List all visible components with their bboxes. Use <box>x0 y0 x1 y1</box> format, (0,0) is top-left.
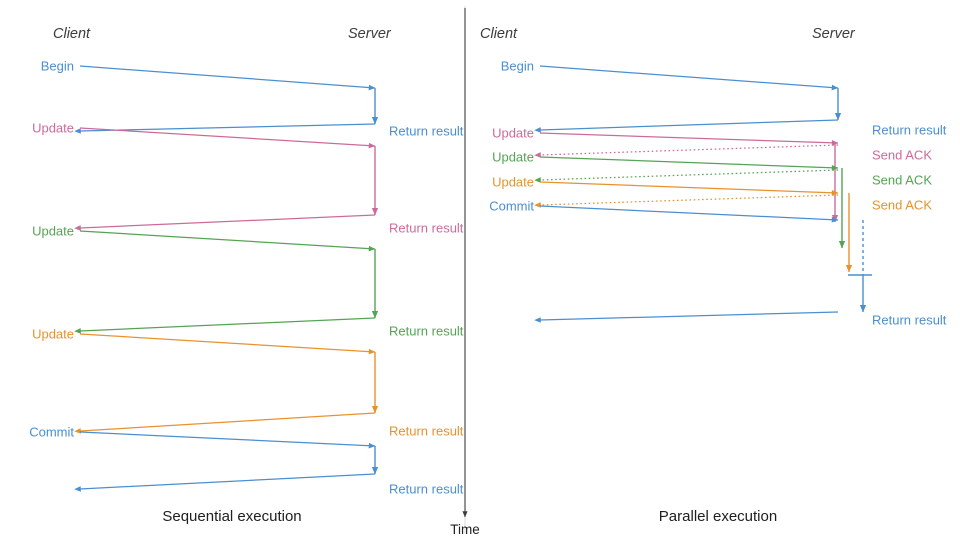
message-label: Update <box>32 224 74 239</box>
message-arrow <box>74 412 376 434</box>
lifeline-header-client: Client <box>53 26 91 42</box>
message-arrow <box>539 205 839 223</box>
message-arrow <box>74 473 376 492</box>
message-label: Return result <box>389 482 464 497</box>
message-label: Return result <box>389 221 464 236</box>
message-arrow <box>534 169 839 183</box>
lifeline-header-server: Server <box>812 26 856 42</box>
message-arrow <box>79 333 376 355</box>
message-label: Update <box>32 327 74 342</box>
message-label: Update <box>492 126 534 141</box>
message-label: Update <box>32 121 74 136</box>
message-arrow <box>79 431 376 449</box>
message-label: Begin <box>501 59 534 74</box>
message-arrow <box>539 181 839 196</box>
message-label: Return result <box>389 324 464 339</box>
message-arrow <box>534 119 839 133</box>
message-label: Return result <box>389 124 464 139</box>
message-arrow <box>74 123 376 134</box>
message-arrow <box>74 317 376 334</box>
message-arrow <box>74 214 376 231</box>
message-arrow <box>79 127 376 149</box>
message-arrow <box>79 230 376 252</box>
lifeline-header-client: Client <box>480 26 518 42</box>
time-axis-layer: Time <box>450 8 480 537</box>
message-label: Update <box>492 150 534 165</box>
message-label: Return result <box>872 313 947 328</box>
message-label: Commit <box>489 199 534 214</box>
message-arrow <box>534 311 839 323</box>
message-arrow <box>539 65 839 91</box>
message-label: Send ACK <box>872 198 932 213</box>
message-arrow <box>79 65 376 91</box>
panel-caption: Parallel execution <box>659 508 777 525</box>
panel-caption: Sequential execution <box>162 508 301 525</box>
message-label: Send ACK <box>872 173 932 188</box>
message-arrow <box>534 144 839 158</box>
message-label: Commit <box>29 425 74 440</box>
lifeline-header-server: Server <box>348 26 392 42</box>
message-arrow <box>539 132 839 146</box>
time-axis-label: Time <box>450 522 480 537</box>
message-label: Update <box>492 175 534 190</box>
message-arrow <box>539 156 839 171</box>
message-arrow <box>534 194 839 208</box>
message-label: Send ACK <box>872 148 932 163</box>
message-label: Begin <box>41 59 74 74</box>
message-label: Return result <box>389 424 464 439</box>
message-label: Return result <box>872 123 947 138</box>
